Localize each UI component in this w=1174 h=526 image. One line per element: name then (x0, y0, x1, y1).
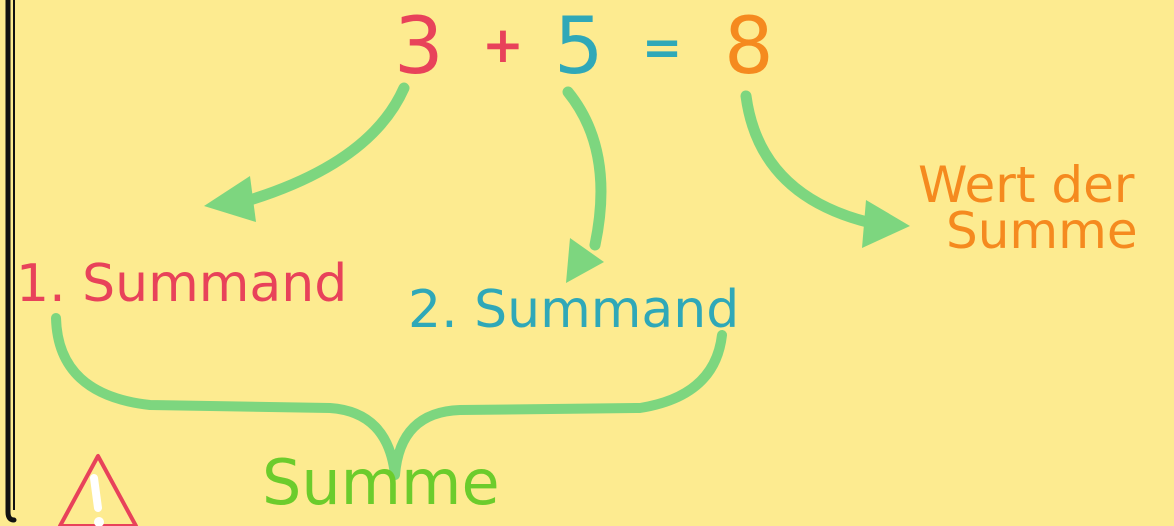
sum-brace (51, 313, 727, 480)
equation-plus: + (482, 16, 524, 74)
arrow-to-addend2-head (566, 238, 604, 283)
equation-addend1: 3 (394, 2, 444, 92)
addend1-label: 1. Summand (16, 254, 348, 314)
equation-equals: = (642, 20, 683, 76)
arrow-to-addend2 (562, 86, 607, 251)
arrow-to-result (740, 90, 886, 231)
arrow-to-result-head (862, 200, 910, 248)
equation-addend2: 5 (554, 2, 604, 92)
arrow-to-addend1-head (204, 176, 256, 222)
equation-result: 8 (724, 2, 774, 92)
arrow-to-addend1 (234, 82, 410, 209)
result-label-line1: Wert der (918, 156, 1135, 214)
result-label-line2: Summe (946, 202, 1138, 260)
addend2-label: 2. Summand (408, 280, 740, 340)
sum-label: Summe (262, 446, 500, 519)
